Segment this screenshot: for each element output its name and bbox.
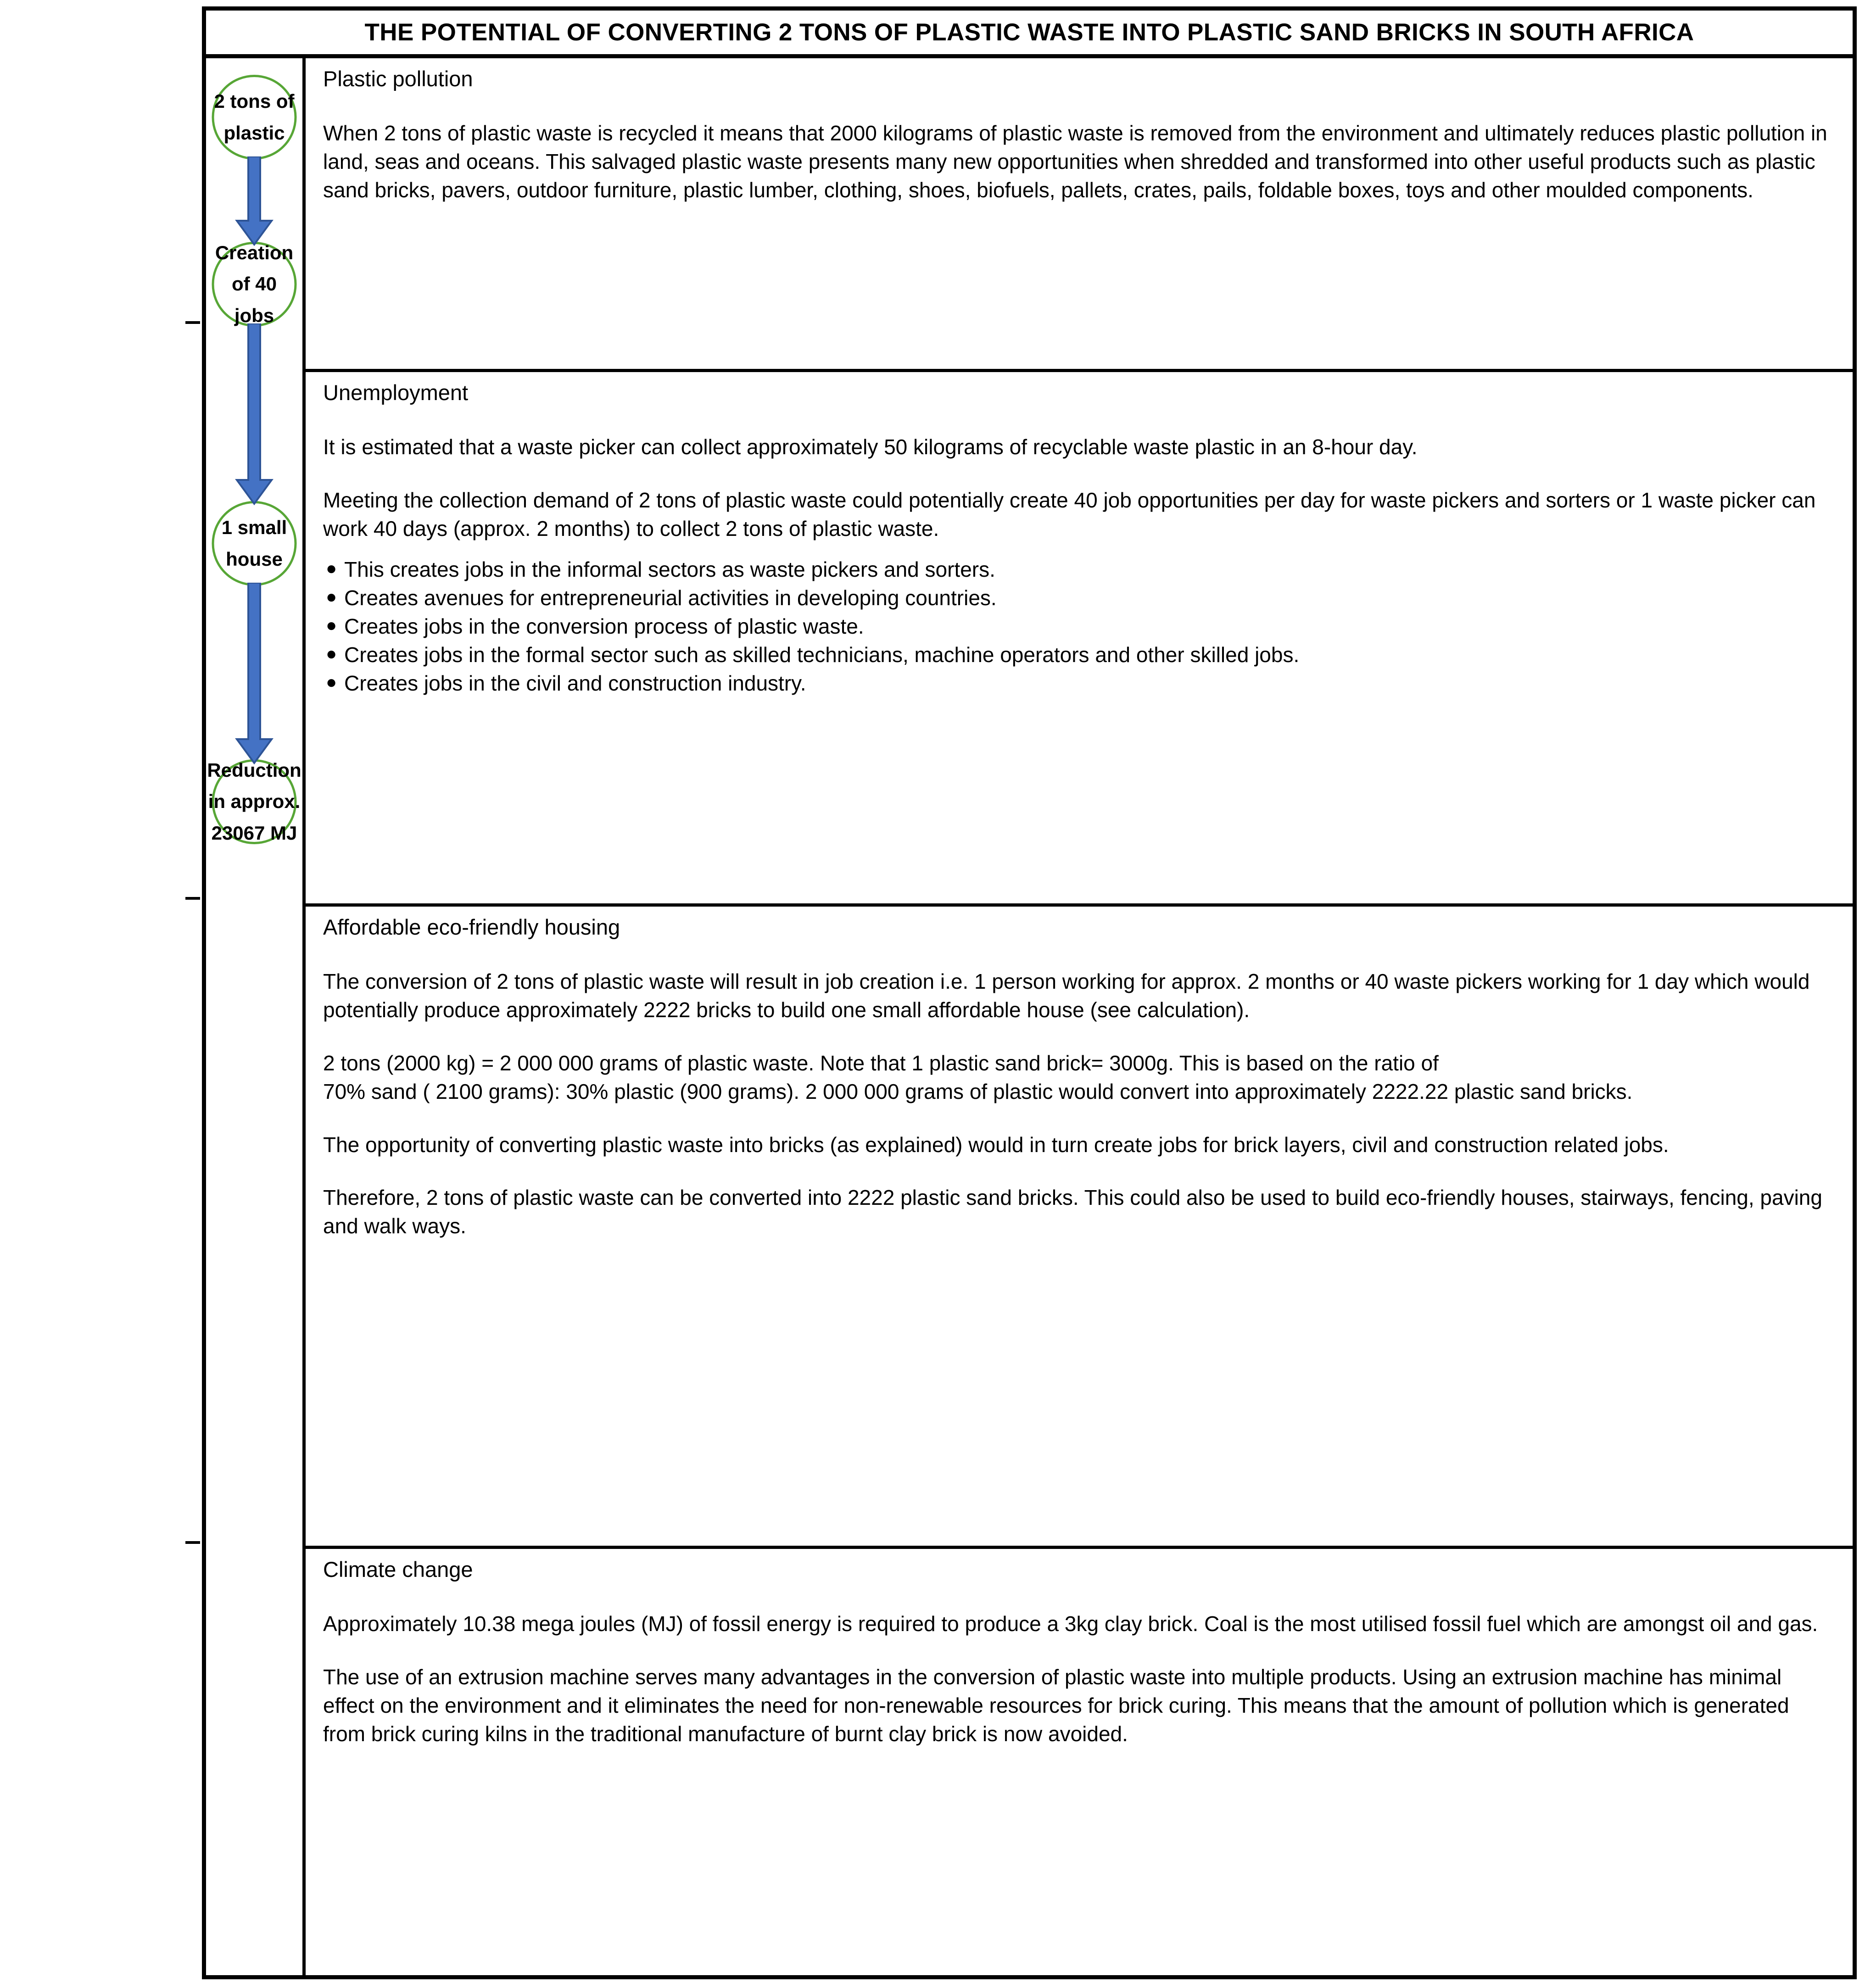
list-item: ● Creates jobs in the formal sector such … — [323, 640, 1835, 669]
section-paragraph: The opportunity of converting plastic wa… — [323, 1132, 1669, 1157]
node-line: 2 tons of — [214, 90, 295, 112]
list-item-label: Creates avenues for entrepreneurial acti… — [344, 585, 997, 610]
flow-stage-1: 2 tons of plastic — [212, 75, 297, 160]
section-paragraph: 70% sand ( 2100 grams): 30% plastic (900… — [323, 1079, 1633, 1103]
section-heading: Affordable eco-friendly housing — [323, 915, 620, 939]
section-plastic-pollution: Plastic pollution When 2 tons of plastic… — [306, 58, 1853, 372]
node-line: in approx. — [208, 791, 301, 813]
arrow-plastic-to-jobs — [235, 156, 274, 246]
arrow-house-to-reduction — [235, 583, 274, 764]
page-title: THE POTENTIAL OF CONVERTING 2 TONS OF PL… — [364, 18, 1694, 46]
arrow-jobs-to-house — [235, 323, 274, 505]
row-marker-tick — [185, 321, 200, 324]
node-line: of 40 — [231, 273, 277, 295]
list-item: ● This creates jobs in the informal secto… — [323, 555, 1835, 584]
process-flow-column: 2 tons of plastic Creation of 40 jobs — [206, 58, 302, 1975]
section-paragraph: 2 tons (2000 kg) = 2 000 000 grams of pl… — [323, 1051, 1439, 1075]
node-1-small-house: 1 small house — [212, 501, 297, 586]
row-marker-tick — [185, 897, 200, 900]
section-paragraph: When 2 tons of plastic waste is recycled… — [323, 121, 1827, 202]
section-paragraph: It is estimated that a waste picker can … — [323, 435, 1418, 459]
node-creation-of-40-jobs: Creation of 40 jobs — [212, 242, 297, 327]
flow-stage-4: Reduction in approx. 23067 MJ — [207, 759, 302, 844]
bullet-dot-icon: ● — [326, 643, 337, 664]
list-item-label: Creates jobs in the civil and constructi… — [344, 671, 806, 696]
node-line: plastic — [223, 122, 285, 144]
section-paragraph: The conversion of 2 tons of plastic wast… — [323, 969, 1810, 1022]
flow-stage-2: Creation of 40 jobs — [212, 242, 297, 327]
section-paragraph: The use of an extrusion machine serves m… — [323, 1665, 1789, 1746]
benefits-bullet-list: ● This creates jobs in the informal secto… — [323, 555, 1835, 697]
section-climate-change: Climate change Approximately 10.38 mega … — [306, 1549, 1853, 1753]
section-heading: Climate change — [323, 1557, 473, 1581]
row-marker-tick — [185, 1541, 200, 1544]
node-line: 23067 MJ — [211, 822, 297, 844]
list-item: ● Creates jobs in the conversion process … — [323, 612, 1835, 640]
section-paragraph: Therefore, 2 tons of plastic waste can b… — [323, 1186, 1822, 1238]
node-line: house — [226, 548, 283, 570]
section-heading: Plastic pollution — [323, 67, 473, 91]
node-line: jobs — [234, 304, 274, 326]
node-line: 1 small — [221, 517, 287, 539]
list-item-label: Creates jobs in the conversion process o… — [344, 614, 864, 638]
bullet-dot-icon: ● — [326, 672, 337, 693]
list-item-label: Creates jobs in the formal sector such a… — [344, 642, 1300, 667]
list-item: ● Creates jobs in the civil and construct… — [323, 669, 1835, 697]
flow-stage-3: 1 small house — [212, 501, 297, 586]
section-paragraph: Meeting the collection demand of 2 tons … — [323, 488, 1816, 540]
content-column: Plastic pollution When 2 tons of plastic… — [306, 58, 1853, 1975]
section-unemployment: Unemployment It is estimated that a wast… — [306, 372, 1853, 907]
section-heading: Unemployment — [323, 380, 469, 405]
bullet-dot-icon: ● — [326, 558, 337, 579]
bullet-dot-icon: ● — [326, 615, 337, 635]
diagram-table-frame: THE POTENTIAL OF CONVERTING 2 TONS OF PL… — [202, 6, 1857, 1979]
table-body: 2 tons of plastic Creation of 40 jobs — [206, 58, 1853, 1975]
list-item: ● Creates avenues for entrepreneurial act… — [323, 584, 1835, 612]
list-item-label: This creates jobs in the informal sector… — [344, 557, 995, 581]
section-affordable-eco-friendly-housing: Affordable eco-friendly housing The conv… — [306, 907, 1853, 1549]
node-2-tons-of-plastic: 2 tons of plastic — [212, 75, 297, 160]
bullet-dot-icon: ● — [326, 586, 337, 607]
node-reduction-in-mj: Reduction in approx. 23067 MJ — [207, 759, 302, 844]
section-paragraph: Approximately 10.38 mega joules (MJ) of … — [323, 1612, 1818, 1636]
column-divider — [302, 58, 306, 1975]
document-title-row: THE POTENTIAL OF CONVERTING 2 TONS OF PL… — [206, 11, 1853, 58]
